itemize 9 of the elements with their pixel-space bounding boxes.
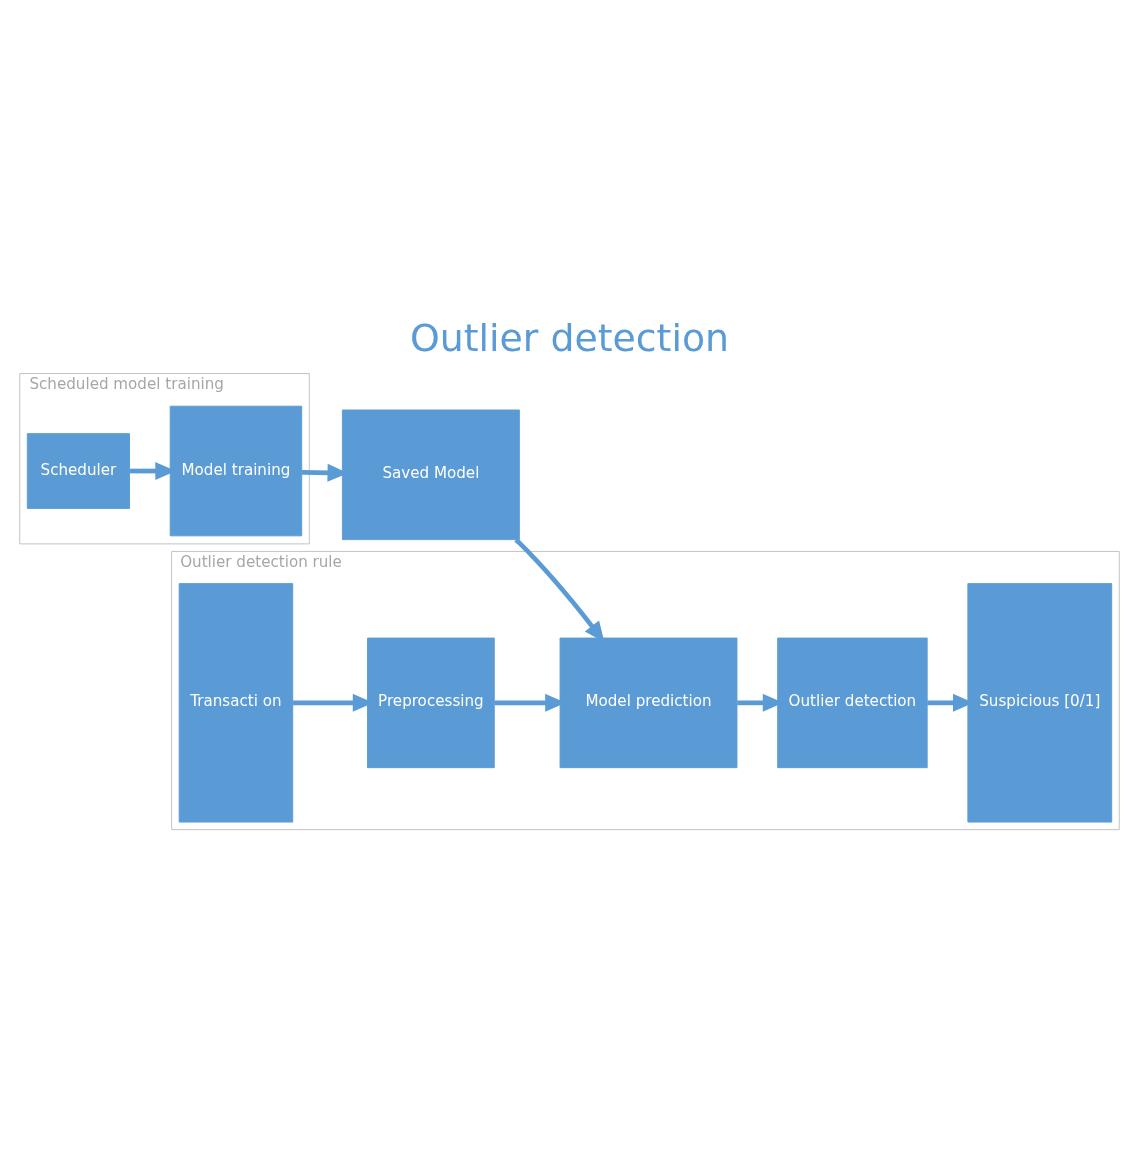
node-box: Preprocessing [367,637,495,768]
node-box: Scheduler [26,432,130,509]
node-box: Outlier detection [777,637,928,768]
node-box: Model training [169,405,303,536]
node-box: Model prediction [559,637,738,768]
diagram-title: Outlier detection [409,315,730,360]
node-box: Saved Model [341,409,520,540]
node-box: Suspicious [0/1] [967,582,1113,823]
node-box: Transacti on [178,582,294,823]
